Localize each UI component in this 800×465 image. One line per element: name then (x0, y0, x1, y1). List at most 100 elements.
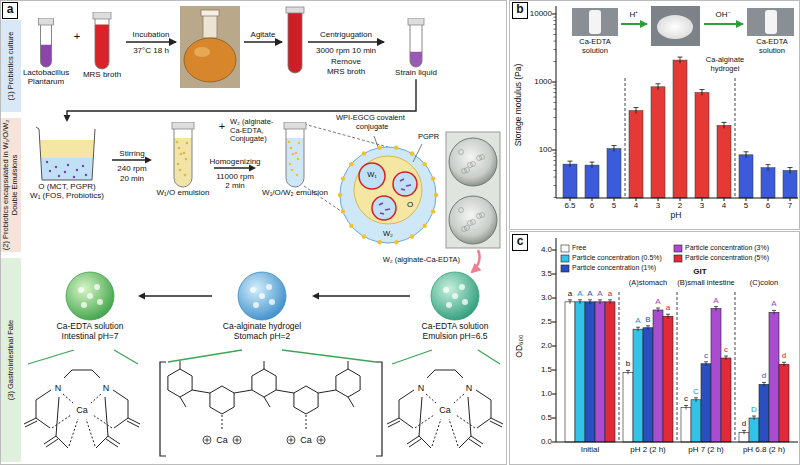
annotation-text: 2 min (225, 181, 245, 190)
stage-divider (677, 292, 678, 442)
node-label: Strain liquid (390, 68, 442, 77)
step-title: (2) Probiotics encapsulated in W₁/O/W₂ D… (2, 118, 19, 252)
annotation-text: WPI-EGCG covalent (336, 114, 405, 123)
viability-bar (643, 328, 653, 442)
minor-tick (554, 24, 557, 25)
conjugate-dot (394, 146, 398, 150)
atom-label: N (103, 383, 110, 393)
axis-tick-label: 3.5 (541, 269, 552, 278)
charge-symbol (205, 438, 210, 443)
error-bar (634, 107, 639, 108)
droplet-dot (291, 169, 294, 172)
process-arrows (126, 41, 384, 42)
conjugate-dot (349, 162, 353, 166)
error-bar (744, 430, 745, 434)
error-bar (612, 145, 617, 146)
conjugate-dot (431, 176, 435, 180)
micro-droplet (465, 226, 470, 231)
minor-tick (554, 29, 557, 30)
side-group (264, 361, 265, 369)
graphic-part (621, 23, 647, 25)
double-emulsion-droplet (340, 147, 436, 243)
node-illustration (258, 122, 332, 188)
conjugate-dot (394, 240, 398, 244)
leader-lines (374, 136, 422, 162)
inner-droplet (259, 293, 265, 299)
ph-arrows (621, 23, 743, 25)
annotation-text: (B)small intestine (677, 279, 735, 288)
phase-divider (735, 78, 736, 198)
viability-bar (701, 364, 711, 442)
error-bar (592, 162, 593, 168)
minor-tick (554, 129, 557, 130)
node-label: Intestinal pH=7 (44, 332, 136, 342)
tube-cap (93, 12, 111, 19)
inner-droplet (97, 299, 103, 305)
probiotic-dot (46, 161, 48, 163)
axis-tick-label: 6 (766, 201, 770, 210)
minor-tick (554, 49, 557, 50)
error-bar (614, 146, 615, 152)
side-group (264, 397, 270, 407)
emulsion-sphere: Ca-EDTA solutionIntestinal pH=7 (42, 268, 138, 344)
tube-outline (174, 128, 192, 187)
axis-tick (552, 370, 556, 371)
viability-bar (779, 364, 789, 442)
node-label: W₁ (FOS, Probiotics) (24, 191, 110, 200)
annotation-text: conjugate (356, 123, 389, 132)
droplet-dot (185, 158, 188, 161)
minor-tick (554, 20, 557, 21)
annotation-text: H⁺ (630, 10, 639, 19)
modulus-chart (552, 6, 798, 201)
tube-liquid (286, 138, 304, 187)
droplet-dot (297, 158, 300, 161)
conjugate-dot (341, 176, 345, 180)
droplet-dot (176, 141, 179, 144)
error-bar (788, 167, 793, 168)
carboxylate-bond (306, 415, 307, 431)
node-illustration (44, 270, 136, 322)
step-title: (3) Gastrointestinal Fate (7, 258, 16, 462)
droplet-dot (180, 153, 183, 156)
conjugate-dot (362, 151, 366, 155)
graphic-part (657, 15, 693, 39)
modulus-bar (673, 60, 687, 198)
annotation-text: Ca-alginate hydrogel (702, 56, 748, 73)
error-bar (568, 161, 573, 162)
micro-droplet (468, 221, 473, 226)
conjugate-dot (410, 151, 414, 155)
edta-structure (24, 370, 140, 448)
arrow-line (144, 295, 212, 296)
viability-bar (691, 400, 701, 442)
side-group (348, 397, 354, 407)
charge-symbol (317, 436, 325, 444)
tube-outline (95, 18, 109, 69)
error-bar (684, 405, 688, 406)
error-bar (608, 299, 612, 300)
graphic-part (282, 350, 376, 362)
node-graphic (214, 270, 310, 322)
micro-droplet (477, 156, 482, 161)
micro-droplet (459, 150, 464, 155)
graphic-part (765, 10, 777, 34)
axis-tick (552, 14, 556, 15)
annotation-text: W₁ (367, 171, 377, 180)
modulus-bar (739, 155, 753, 198)
panel-letter: a (7, 3, 14, 17)
modulus-bar (563, 164, 577, 198)
significance-letter: c (704, 351, 708, 360)
node-label: O (MCT, PGPR) (24, 182, 110, 191)
significance-letter: A (597, 289, 602, 298)
inner-droplet (253, 302, 259, 308)
arrow-head (312, 293, 319, 300)
error-bar (768, 165, 769, 171)
modulus-bar (761, 168, 775, 198)
micro-droplet (471, 220, 476, 225)
axis-tick-label: 4.0 (541, 245, 552, 254)
axis-tick-label: 7 (788, 201, 792, 210)
atom-label: N (418, 383, 425, 393)
sugar-ring (336, 369, 360, 397)
graphic-part (203, 14, 217, 38)
tube-cap (172, 122, 194, 129)
